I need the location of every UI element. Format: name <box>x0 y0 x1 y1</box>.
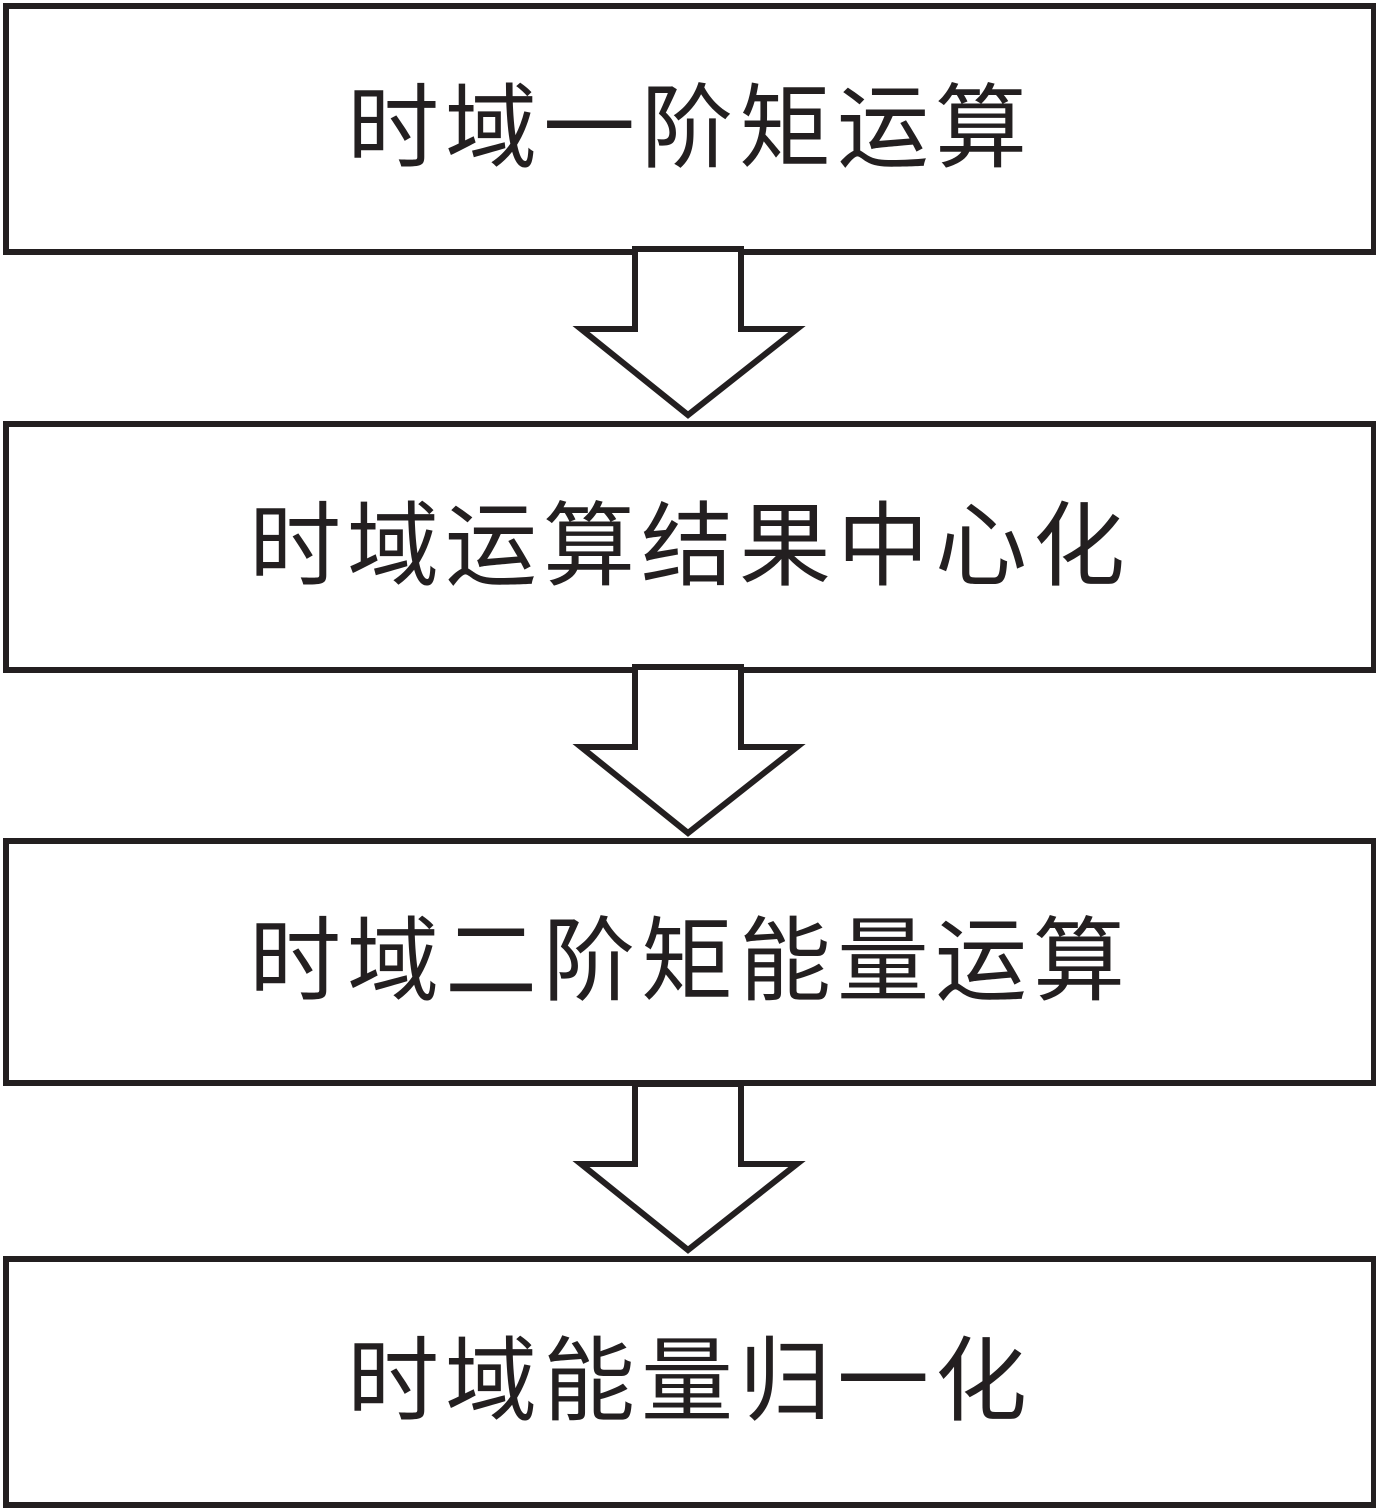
down-arrow-icon <box>572 246 806 419</box>
flow-step-label: 时域运算结果中心化 <box>248 493 1131 600</box>
down-arrow-icon <box>572 664 806 837</box>
down-arrow-icon <box>572 1081 806 1254</box>
flow-step-box: 时域能量归一化 <box>3 1256 1376 1508</box>
flow-step-label: 时域一阶矩运算 <box>346 75 1033 182</box>
flow-step-label: 时域二阶矩能量运算 <box>248 908 1131 1015</box>
flow-step-box: 时域二阶矩能量运算 <box>3 838 1376 1086</box>
flow-step-box: 时域运算结果中心化 <box>3 421 1376 673</box>
flow-step-label: 时域能量归一化 <box>346 1328 1033 1435</box>
flow-step-box: 时域一阶矩运算 <box>3 3 1376 255</box>
